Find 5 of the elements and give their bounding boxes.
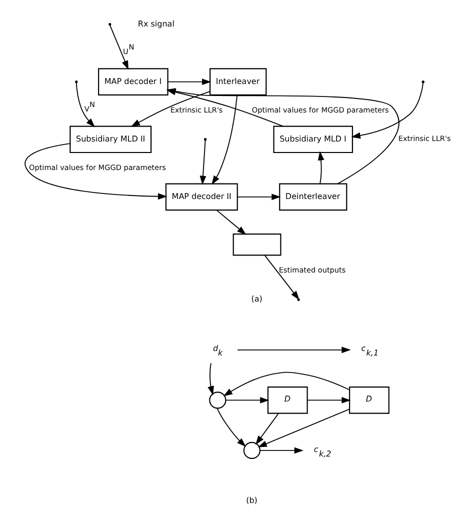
edge-label: Extrinsic LLR's (398, 134, 450, 144)
edge-label: Estimated outputs (278, 266, 346, 275)
edge-label: Optimal values for MGGD parameters (251, 105, 388, 114)
edge-label: Optimal values for MGGD parameters (28, 162, 166, 172)
edge-label: Extrinsic LLR's (170, 105, 222, 114)
